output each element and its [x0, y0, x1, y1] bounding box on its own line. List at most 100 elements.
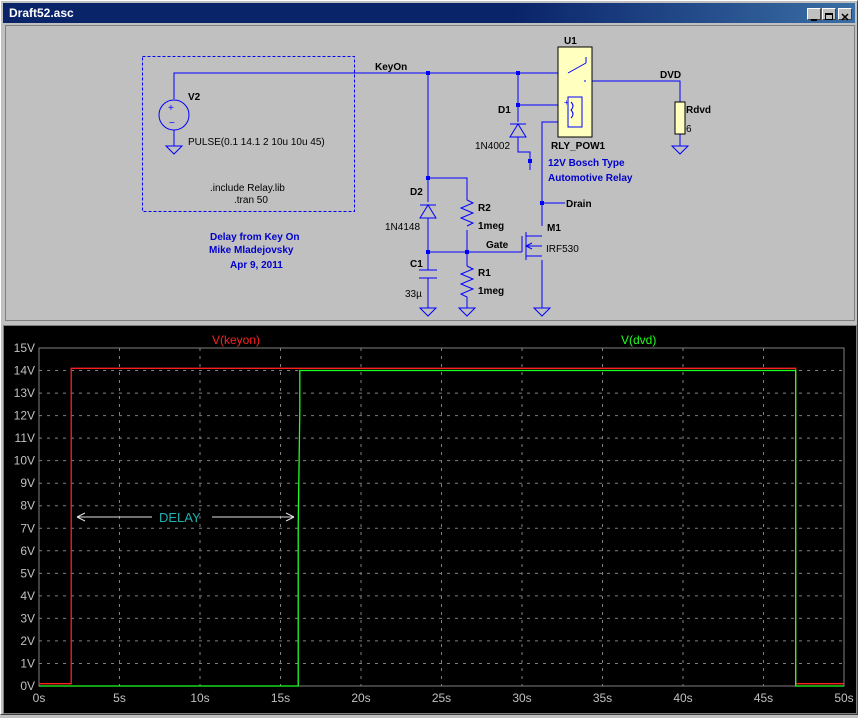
d2-value: 1N4148 [385, 222, 420, 233]
y-tick-label: 3V [20, 611, 35, 625]
trace-keyon [39, 367, 844, 685]
resistor-r2[interactable] [459, 199, 475, 227]
voltage-source-v2[interactable]: + − [158, 99, 190, 131]
trace-label-keyon[interactable]: V(keyon) [212, 333, 260, 347]
capacitor-c1[interactable] [419, 269, 437, 279]
minimize-icon [811, 19, 817, 21]
diode-d1[interactable] [509, 123, 527, 138]
maximize-button[interactable] [822, 8, 836, 20]
comment-author: Mike Mladejovsky [209, 245, 294, 256]
c1-label: C1 [410, 259, 423, 270]
close-icon [841, 13, 849, 21]
x-tick-label: 15s [271, 691, 290, 705]
x-tick-label: 0s [33, 691, 46, 705]
delay-annotation: DELAY [76, 510, 295, 525]
y-tick-label: 15V [14, 341, 35, 355]
m1-value: IRF530 [546, 244, 579, 255]
y-tick-label: 7V [20, 521, 35, 535]
y-tick-label: 8V [20, 499, 35, 513]
x-tick-label: 30s [512, 691, 531, 705]
directive-box [142, 56, 355, 212]
r2-label: R2 [478, 203, 491, 214]
net-dvd-label: DVD [660, 70, 681, 81]
d2-label: D2 [410, 187, 423, 198]
svg-text:+: + [564, 98, 569, 107]
r2-value: 1meg [478, 221, 504, 232]
y-tick-label: 2V [20, 634, 35, 648]
y-tick-label: 0V [20, 679, 35, 693]
junction [528, 159, 532, 163]
net-keyon-label: KeyOn [375, 62, 407, 73]
resistor-r1[interactable] [459, 265, 475, 298]
net-gate-label: Gate [486, 240, 509, 251]
ground-symbols [164, 145, 690, 317]
x-tick-label: 50s [834, 691, 853, 705]
junction [426, 71, 430, 75]
y-tick-label: 12V [14, 409, 35, 423]
net-drain-label: Drain [566, 199, 592, 210]
maximize-icon [825, 13, 833, 20]
x-tick-label: 10s [190, 691, 209, 705]
relay-comment-2: Automotive Relay [548, 173, 633, 184]
y-tick-label: 10V [14, 454, 35, 468]
junction [540, 201, 544, 205]
minimize-button[interactable] [807, 8, 821, 21]
waveform-viewer[interactable]: 0V 1V 2V 3V 4V 5V 6V 7V 8V 9V 10V 11V 12V 13V 14V 15V 0… [3, 325, 857, 714]
window-title: Draft52.asc [9, 6, 74, 20]
c1-value: 33µ [405, 289, 422, 300]
schematic-canvas[interactable]: + − + [6, 26, 854, 320]
y-tick-label: 14V [14, 364, 35, 378]
resistor-rdvd[interactable] [674, 101, 686, 135]
schematic-editor[interactable]: + − + [5, 25, 855, 321]
rdvd-value: 6 [686, 124, 692, 135]
plot-canvas[interactable]: 0V 1V 2V 3V 4V 5V 6V 7V 8V 9V 10V 11V 12V 13V 14V 15V 0… [4, 326, 856, 713]
v2-value: PULSE(0.1 14.1 2 10u 10u 45) [188, 137, 325, 148]
y-tick-label: 9V [20, 476, 35, 490]
y-tick-label: 5V [20, 566, 35, 580]
close-button[interactable] [838, 8, 852, 21]
junction [426, 250, 430, 254]
relay-name: RLY_POW1 [551, 141, 606, 152]
u1-label: U1 [564, 36, 577, 47]
y-tick-label: 11V [15, 431, 35, 445]
diode-d2[interactable] [419, 204, 437, 219]
junction [426, 176, 430, 180]
title-bar[interactable]: Draft52.asc [3, 3, 855, 23]
y-tick-label: 1V [20, 656, 35, 670]
relay-comment-1: 12V Bosch Type [548, 158, 625, 169]
r1-label: R1 [478, 268, 491, 279]
d1-label: D1 [498, 105, 511, 116]
trace-label-dvd[interactable]: V(dvd) [621, 333, 656, 347]
junction [516, 71, 520, 75]
y-tick-label: 6V [20, 544, 35, 558]
y-tick-label: 13V [14, 386, 35, 400]
junction [516, 103, 520, 107]
traces [39, 367, 844, 687]
relay-u1[interactable]: + [557, 46, 593, 138]
directive-tran: .tran 50 [234, 195, 268, 206]
svg-text:−: − [169, 118, 175, 129]
x-axis-ticks: 0s 5s 10s 15s 20s 25s 30s 35s 40s 45s 50s [33, 691, 854, 705]
comment-date: Apr 9, 2011 [230, 260, 283, 271]
mosfet-m1[interactable] [521, 232, 542, 260]
x-tick-label: 40s [673, 691, 692, 705]
trace-dvd [39, 369, 844, 687]
rdvd-label: Rdvd [686, 105, 711, 116]
comment-title: Delay from Key On [210, 232, 299, 243]
x-tick-label: 5s [113, 691, 126, 705]
x-tick-label: 20s [351, 691, 370, 705]
delay-label: DELAY [159, 510, 201, 525]
junction [465, 250, 469, 254]
svg-text:+: + [168, 103, 174, 114]
x-tick-label: 25s [432, 691, 451, 705]
x-tick-label: 45s [754, 691, 773, 705]
y-axis-ticks: 0V 1V 2V 3V 4V 5V 6V 7V 8V 9V 10V 11V 12V 13V 14V 15V [14, 341, 35, 693]
directive-include: .include Relay.lib [210, 183, 285, 194]
m1-label: M1 [547, 223, 561, 234]
r1-value: 1meg [478, 286, 504, 297]
y-tick-label: 4V [20, 589, 35, 603]
d1-value: 1N4002 [475, 141, 510, 152]
x-tick-label: 35s [593, 691, 612, 705]
v2-label: V2 [188, 92, 201, 103]
